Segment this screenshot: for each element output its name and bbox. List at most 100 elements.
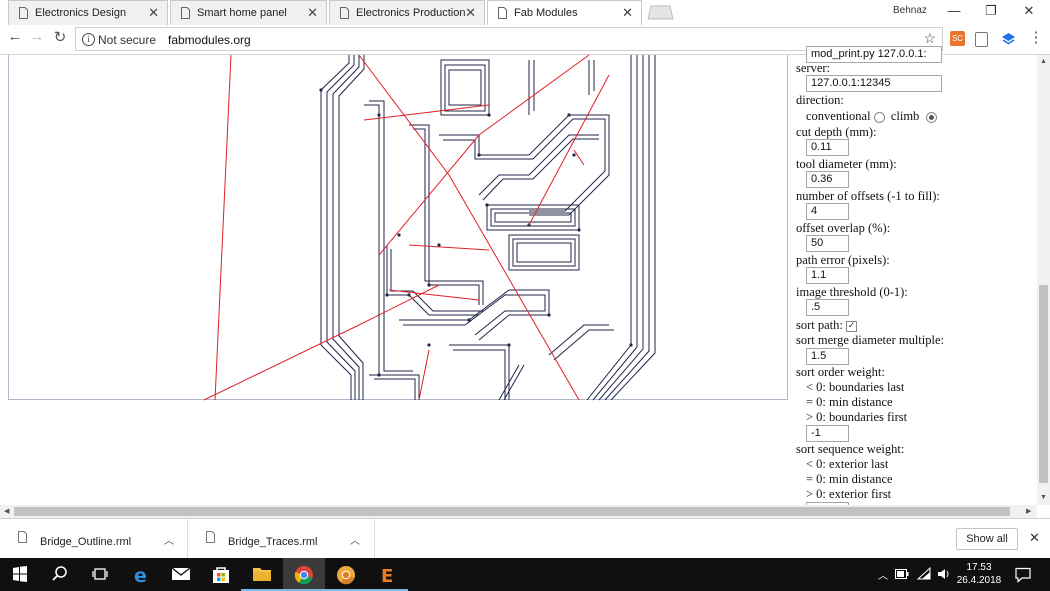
toolpath-canvas[interactable] bbox=[8, 54, 788, 401]
eagle-icon[interactable]: E bbox=[366, 558, 408, 591]
offsets-input[interactable]: 4 bbox=[806, 203, 849, 220]
server-label: server: bbox=[796, 61, 831, 75]
scroll-down-icon[interactable]: ▼ bbox=[1040, 494, 1047, 501]
sort-path-row: sort path: ✓ bbox=[796, 318, 857, 333]
travel-moves bbox=[203, 54, 610, 401]
back-icon[interactable]: ← bbox=[7, 28, 23, 45]
chevron-up-icon[interactable]: ︿ bbox=[350, 536, 360, 547]
menu-icon[interactable]: ⋮ bbox=[1028, 29, 1044, 46]
security-label: Not secure bbox=[98, 33, 157, 47]
sort-path-label: sort path: bbox=[796, 318, 843, 332]
overlap-label: offset overlap (%): bbox=[796, 221, 891, 235]
restore-icon[interactable]: ❐ bbox=[985, 3, 997, 18]
mail-icon[interactable] bbox=[160, 558, 202, 591]
tab-label: Electronics Design bbox=[35, 7, 127, 19]
horizontal-scrollbar[interactable]: ◀ ▶ bbox=[0, 505, 1037, 518]
close-icon[interactable]: ✕ bbox=[622, 5, 633, 20]
direction-conventional-radio[interactable] bbox=[873, 111, 885, 123]
edge-icon[interactable]: e bbox=[120, 558, 162, 591]
extension-doc-icon[interactable] bbox=[975, 32, 988, 47]
search-icon[interactable] bbox=[40, 558, 82, 591]
extension-layers-icon[interactable] bbox=[1001, 31, 1016, 46]
chrome-canary-icon[interactable] bbox=[325, 558, 367, 591]
direction-label: direction: bbox=[796, 93, 844, 107]
taskbar: e E ︿ 17.53 26.4.2018 bbox=[0, 558, 1050, 591]
clock[interactable]: 17.53 26.4.2018 bbox=[952, 561, 1006, 587]
sequence-weight-label: sort sequence weight: bbox=[796, 442, 905, 456]
order-weight-input[interactable]: -1 bbox=[806, 425, 849, 442]
server-input[interactable]: 127.0.0.1:12345 bbox=[806, 75, 942, 92]
path-error-input[interactable]: 1.1 bbox=[806, 267, 849, 284]
scroll-left-icon[interactable]: ◀ bbox=[4, 508, 10, 515]
scroll-up-icon[interactable]: ▲ bbox=[1040, 58, 1047, 65]
order-weight-note: = 0: min distance bbox=[806, 395, 893, 409]
order-weight-note: > 0: boundaries first bbox=[806, 410, 908, 424]
direction-climb-radio[interactable] bbox=[926, 111, 938, 123]
tab-fab-modules[interactable]: Fab Modules ✕ bbox=[487, 0, 642, 25]
clock-time: 17.53 bbox=[966, 562, 992, 573]
chrome-icon[interactable] bbox=[283, 558, 325, 591]
tool-diameter-input[interactable]: 0.36 bbox=[806, 171, 849, 188]
vertical-scrollbar[interactable]: ▲ ▼ bbox=[1037, 55, 1050, 505]
wifi-icon[interactable] bbox=[916, 566, 931, 581]
sequence-weight-note: = 0: min distance bbox=[806, 472, 893, 486]
direction-options: conventional climb bbox=[806, 109, 938, 124]
cut-depth-input[interactable]: 0.11 bbox=[806, 139, 849, 156]
tab-label: Electronics Production bbox=[356, 7, 466, 19]
threshold-input[interactable]: .5 bbox=[806, 299, 849, 316]
reload-icon[interactable]: ↻ bbox=[53, 29, 67, 46]
task-view-icon[interactable] bbox=[80, 558, 122, 591]
tool-diameter-label: tool diameter (mm): bbox=[796, 157, 897, 171]
close-icon[interactable]: ✕ bbox=[1029, 530, 1040, 545]
volume-icon[interactable] bbox=[937, 567, 951, 581]
file-explorer-icon[interactable] bbox=[241, 558, 283, 591]
order-weight-label: sort order weight: bbox=[796, 365, 885, 379]
clock-date: 26.4.2018 bbox=[956, 575, 1002, 586]
direction-climb-label: climb bbox=[890, 109, 920, 123]
page-content: mod_print.py 127.0.0.1: server: 127.0.0.… bbox=[0, 46, 1037, 519]
close-icon[interactable]: ✕ bbox=[465, 5, 476, 20]
close-window-icon[interactable]: ✕ bbox=[1023, 3, 1035, 18]
download-item[interactable]: Bridge_Traces.rml ︿ bbox=[188, 519, 375, 559]
download-item[interactable]: Bridge_Outline.rml ︿ bbox=[0, 519, 188, 559]
profile-name[interactable]: Behnaz bbox=[893, 5, 927, 16]
star-icon[interactable]: ☆ bbox=[923, 30, 936, 46]
battery-icon[interactable] bbox=[895, 569, 909, 579]
order-weight-note: < 0: boundaries last bbox=[806, 380, 905, 394]
new-tab-button[interactable] bbox=[647, 5, 674, 20]
address-bar[interactable]: i Not secure fabmodules.org ☆ bbox=[75, 27, 943, 51]
merge-input[interactable]: 1.5 bbox=[806, 348, 849, 365]
store-icon[interactable] bbox=[200, 558, 242, 591]
tab-electronics-design[interactable]: Electronics Design ✕ bbox=[8, 0, 168, 25]
page-icon bbox=[340, 7, 349, 19]
show-all-button[interactable]: Show all bbox=[956, 528, 1018, 550]
page-icon bbox=[498, 7, 507, 19]
scroll-right-icon[interactable]: ▶ bbox=[1026, 508, 1032, 515]
forward-icon[interactable]: → bbox=[29, 28, 45, 45]
url-text[interactable]: fabmodules.org bbox=[168, 33, 251, 47]
download-filename: Bridge_Outline.rml bbox=[40, 536, 132, 548]
minimize-icon[interactable]: — bbox=[947, 3, 961, 18]
sort-path-checkbox[interactable]: ✓ bbox=[846, 320, 857, 332]
chevron-up-icon[interactable]: ︿ bbox=[878, 571, 888, 582]
module-select[interactable]: mod_print.py 127.0.0.1: bbox=[806, 46, 942, 63]
close-icon[interactable]: ✕ bbox=[307, 5, 318, 20]
file-icon bbox=[18, 531, 27, 543]
cut-depth-label: cut depth (mm): bbox=[796, 125, 877, 139]
page-icon bbox=[19, 7, 28, 19]
vertical-scroll-thumb[interactable] bbox=[1039, 285, 1048, 483]
direction-conventional-label: conventional bbox=[806, 109, 871, 123]
info-icon[interactable]: i bbox=[82, 33, 95, 46]
notifications-icon[interactable] bbox=[1015, 567, 1031, 583]
tab-electronics-production[interactable]: Electronics Production ✕ bbox=[329, 0, 485, 25]
horizontal-scroll-thumb[interactable] bbox=[14, 507, 1010, 516]
extension-sc-icon[interactable]: SC bbox=[950, 31, 965, 46]
toolpath-drawing bbox=[203, 54, 656, 401]
merge-label: sort merge diameter multiple: bbox=[796, 333, 944, 347]
chevron-up-icon[interactable]: ︿ bbox=[164, 536, 174, 547]
tab-smart-home-panel[interactable]: Smart home panel ✕ bbox=[170, 0, 327, 25]
windows-start-icon[interactable] bbox=[0, 558, 42, 591]
offsets-label: number of offsets (-1 to fill): bbox=[796, 189, 940, 203]
close-icon[interactable]: ✕ bbox=[148, 5, 159, 20]
overlap-input[interactable]: 50 bbox=[806, 235, 849, 252]
